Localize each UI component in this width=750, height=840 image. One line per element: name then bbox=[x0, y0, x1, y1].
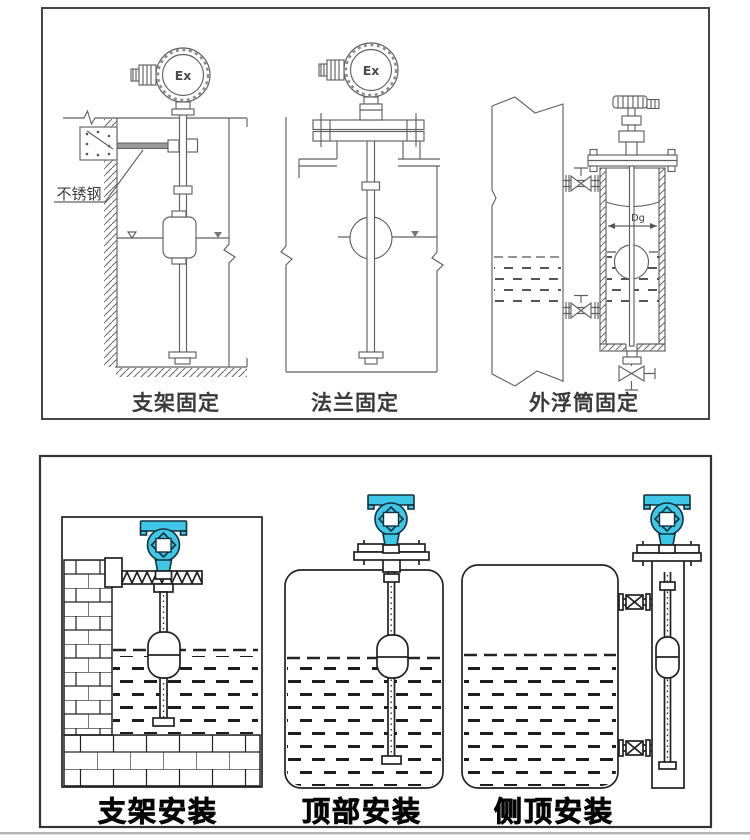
brick-wall bbox=[63, 559, 113, 736]
liquid bbox=[287, 664, 441, 786]
page-bottom-divider bbox=[0, 832, 750, 835]
caption-top-install: 顶部安装 bbox=[302, 795, 422, 828]
diagram-flange-fixing: Ex bbox=[280, 41, 444, 373]
float bbox=[162, 216, 197, 259]
illustration-side-top-install bbox=[461, 494, 702, 789]
label-dg: Dg bbox=[631, 213, 645, 224]
caption-bracket-install: 支架安装 bbox=[98, 795, 218, 828]
caption-bracket-fixing: 支架固定 bbox=[132, 391, 220, 415]
illustration-top-install bbox=[284, 494, 444, 789]
caption-flange-fixing: 法兰固定 bbox=[311, 391, 399, 415]
label-ex-1: Ex bbox=[175, 68, 192, 83]
label-ex-2: Ex bbox=[363, 63, 380, 78]
sensor-rod bbox=[628, 165, 635, 347]
brick-floor bbox=[63, 734, 261, 787]
illustration-bracket-install bbox=[61, 516, 263, 788]
caption-side-top-install: 侧顶安装 bbox=[494, 795, 614, 828]
bracket-arm bbox=[116, 142, 170, 149]
liquid bbox=[464, 661, 616, 786]
liquid bbox=[113, 656, 258, 734]
label-stainless-steel: 不锈钢 bbox=[56, 185, 101, 203]
diagram-external-chamber-fixing: Dg bbox=[491, 95, 678, 391]
diagram-bracket-fixing: Ex 不锈钢 bbox=[54, 46, 248, 377]
sensor-rod bbox=[366, 139, 376, 356]
caption-chamber-fixing: 外浮筒固定 bbox=[529, 391, 639, 415]
